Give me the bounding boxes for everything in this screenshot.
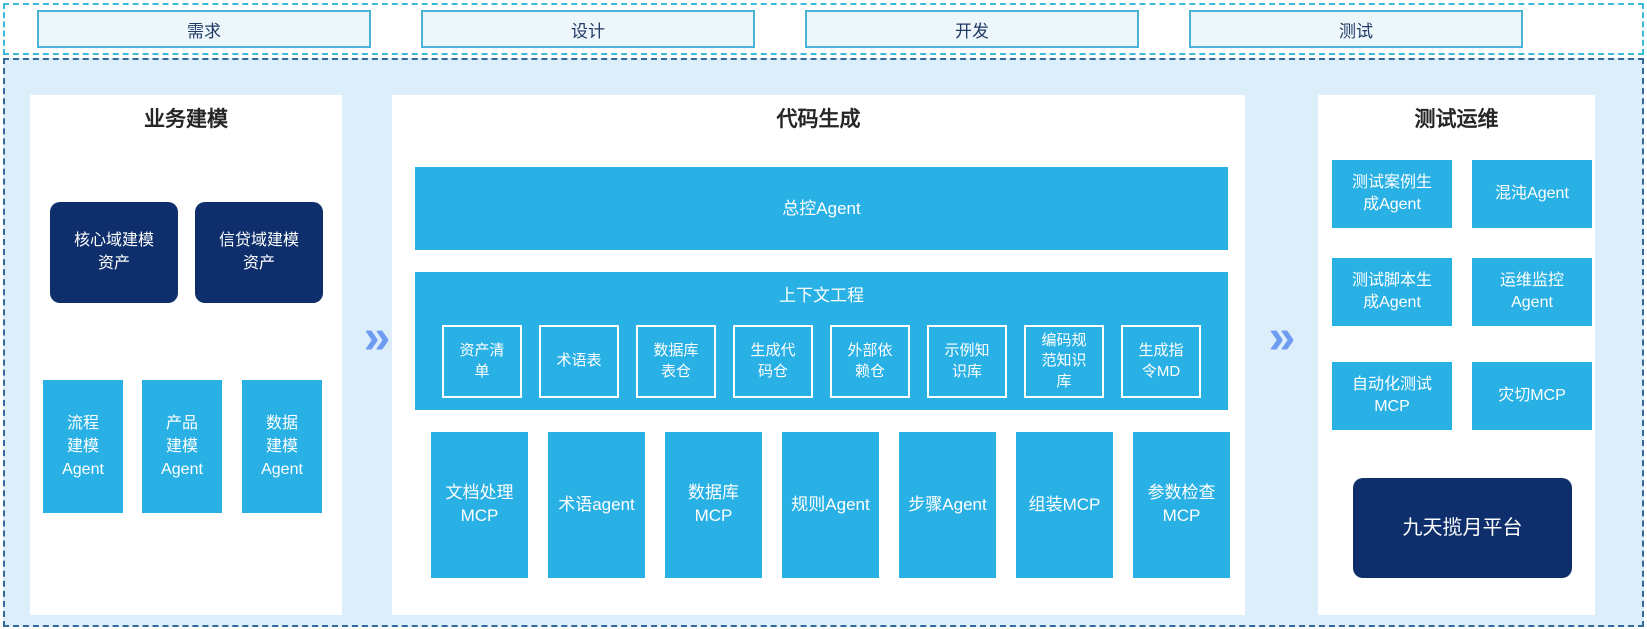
credit-domain-modeling-assets-box: 信贷域建模资产 bbox=[195, 202, 323, 303]
external-dependency-repo-box: 外部依赖仓 bbox=[830, 325, 910, 398]
asset-list-box: 资产清单 bbox=[442, 325, 522, 398]
generated-code-repo-box: 生成代码仓 bbox=[733, 325, 813, 398]
testops-row: 测试脚本生成Agent 运维监控Agent bbox=[1332, 258, 1592, 326]
glossary-box: 术语表 bbox=[539, 325, 619, 398]
rules-agent-box: 规则Agent bbox=[782, 432, 879, 578]
document-processing-mcp-box: 文档处理MCP bbox=[431, 432, 528, 578]
context-items-row: 资产清单 术语表 数据库表仓 生成代码仓 外部依赖仓 示例知识库 编码规范知识库… bbox=[415, 325, 1228, 398]
jiutian-lanyue-platform-box: 九天揽月平台 bbox=[1353, 478, 1572, 578]
phase-requirements: 需求 bbox=[37, 10, 371, 48]
test-case-generation-agent-box: 测试案例生成Agent bbox=[1332, 160, 1452, 228]
generation-instruction-md-box: 生成指令MD bbox=[1121, 325, 1201, 398]
ops-monitoring-agent-box: 运维监控Agent bbox=[1472, 258, 1592, 326]
process-modeling-agent-box: 流程建模Agent bbox=[43, 380, 123, 513]
phase-testing: 测试 bbox=[1189, 10, 1523, 48]
test-script-generation-agent-box: 测试脚本生成Agent bbox=[1332, 258, 1452, 326]
core-domain-modeling-assets-box: 核心域建模资产 bbox=[50, 202, 178, 303]
chaos-agent-box: 混沌Agent bbox=[1472, 160, 1592, 228]
database-table-repo-box: 数据库表仓 bbox=[636, 325, 716, 398]
phase-development: 开发 bbox=[805, 10, 1139, 48]
testops-row: 自动化测试MCP 灾切MCP bbox=[1332, 362, 1592, 430]
double-chevron-right-icon: » bbox=[363, 310, 391, 364]
coding-standards-knowledge-base-box: 编码规范知识库 bbox=[1024, 325, 1104, 398]
product-modeling-agent-box: 产品建模Agent bbox=[142, 380, 222, 513]
steps-agent-box: 步骤Agent bbox=[899, 432, 996, 578]
phase-design: 设计 bbox=[421, 10, 755, 48]
code-generation-title: 代码生成 bbox=[776, 108, 861, 131]
assembly-mcp-box: 组装MCP bbox=[1016, 432, 1113, 578]
test-operations-title: 测试运维 bbox=[1414, 108, 1499, 131]
terminology-agent-box: 术语agent bbox=[548, 432, 645, 578]
example-knowledge-base-box: 示例知识库 bbox=[927, 325, 1007, 398]
disaster-switch-mcp-box: 灾切MCP bbox=[1472, 362, 1592, 430]
testops-row: 测试案例生成Agent 混沌Agent bbox=[1332, 160, 1592, 228]
parameter-check-mcp-box: 参数检查MCP bbox=[1133, 432, 1230, 578]
panel-code-generation: 代码生成 总控Agent 上下文工程 资产清单 术语表 数据库表仓 生成代码仓 … bbox=[392, 95, 1245, 615]
data-modeling-agent-box: 数据建模Agent bbox=[242, 380, 322, 513]
panel-test-operations: 测试运维 测试案例生成Agent 混沌Agent 测试脚本生成Agent 运维监… bbox=[1318, 95, 1595, 615]
context-engineering-title: 上下文工程 bbox=[779, 286, 864, 305]
main-container: 业务建模 核心域建模资产 信贷域建模资产 流程建模Agent 产品建模Agent… bbox=[3, 58, 1644, 627]
master-agent-bar: 总控Agent bbox=[415, 167, 1228, 250]
context-engineering-section: 上下文工程 资产清单 术语表 数据库表仓 生成代码仓 外部依赖仓 示例知识库 编… bbox=[415, 272, 1228, 410]
database-mcp-box: 数据库MCP bbox=[665, 432, 762, 578]
panel-business-modeling: 业务建模 核心域建模资产 信贷域建模资产 流程建模Agent 产品建模Agent… bbox=[30, 95, 342, 615]
automated-testing-mcp-box: 自动化测试MCP bbox=[1332, 362, 1452, 430]
business-modeling-title: 业务建模 bbox=[144, 108, 228, 131]
phase-strip: 需求 设计 开发 测试 bbox=[3, 3, 1644, 55]
codegen-tools-row: 文档处理MCP 术语agent 数据库MCP 规则Agent 步骤Agent 组… bbox=[431, 432, 1230, 578]
double-chevron-right-icon: » bbox=[1268, 310, 1296, 364]
